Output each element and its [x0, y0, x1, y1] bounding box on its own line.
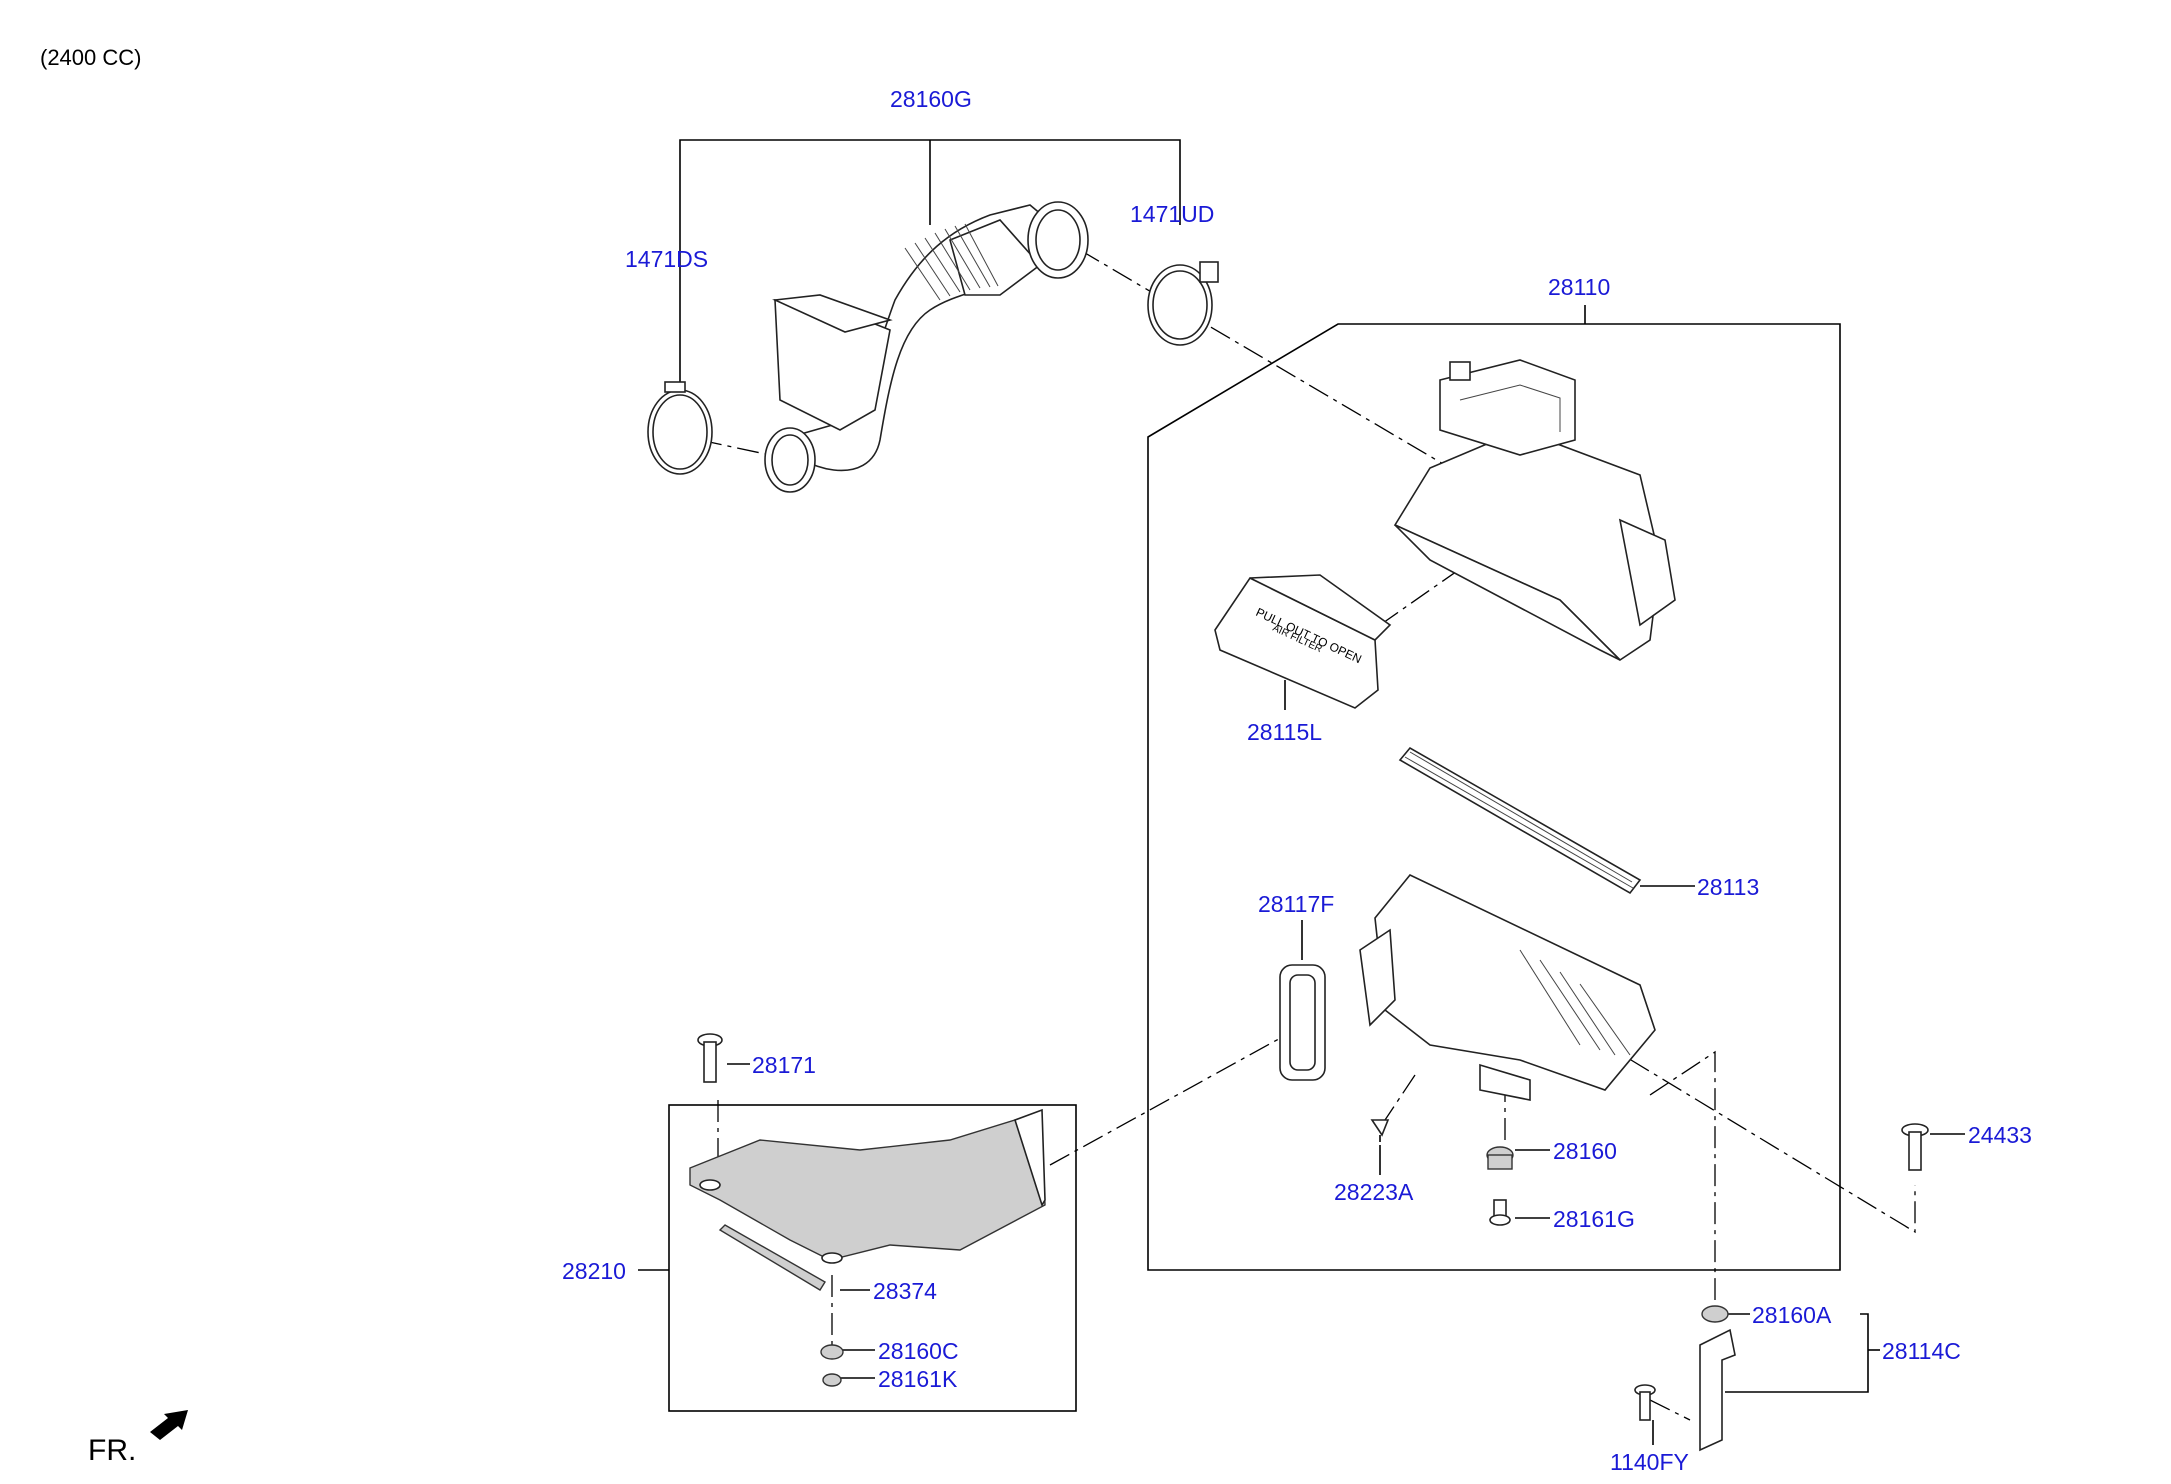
duct-group-frame — [668, 1104, 1077, 1412]
bolt-28171 — [697, 1033, 723, 1083]
part-label-28160a: 28160A — [1752, 1302, 1832, 1328]
part-label-28223a: 28223A — [1334, 1179, 1414, 1205]
engine-caption: (2400 CC) — [40, 45, 142, 70]
part-label-1471ds: 1471DS — [625, 246, 708, 272]
grommet-28160a — [1701, 1305, 1729, 1323]
part-label-24433: 24433 — [1968, 1122, 2032, 1148]
collar-28161g — [1489, 1199, 1511, 1226]
bracket-28114c — [1699, 1328, 1736, 1452]
part-label-28110: 28110 — [1548, 274, 1610, 300]
part-label-28160g: 28160G — [890, 86, 972, 112]
part-label-28374: 28374 — [873, 1278, 937, 1304]
part-label-28114c: 28114C — [1882, 1338, 1961, 1364]
part-label-1471ud: 1471UD — [1130, 201, 1214, 227]
front-arrow-icon — [150, 1410, 188, 1440]
hose-clamp-lower — [647, 381, 713, 475]
bolt-24433 — [1901, 1123, 1929, 1171]
air-cleaner-group-frame — [1147, 323, 1841, 1271]
part-label-1140fy: 1140FY — [1610, 1449, 1689, 1475]
part-label-28117f: 28117F — [1258, 891, 1334, 917]
part-label-28160: 28160 — [1553, 1138, 1617, 1164]
air-cleaner-upper-housing — [1393, 359, 1676, 662]
leader-lines — [638, 139, 1965, 1445]
part-label-28210: 28210 — [562, 1258, 626, 1284]
air-cleaner-lower-housing — [1359, 874, 1656, 1101]
part-label-28161g: 28161G — [1553, 1206, 1635, 1232]
clip-28223a — [1370, 1119, 1390, 1142]
seal-strip-28374 — [718, 1224, 826, 1291]
bolt-1140fy — [1634, 1384, 1656, 1421]
part-label-28161k: 28161K — [878, 1366, 958, 1392]
intake-hose — [764, 201, 1089, 493]
filter-access-cover: PULL OUT TO OPEN AIR FILTER — [1214, 574, 1392, 709]
front-marker-label: FR. — [88, 1434, 136, 1467]
air-filter-element — [1398, 746, 1642, 895]
intake-duct — [689, 1108, 1046, 1264]
grommet-28160 — [1486, 1146, 1514, 1170]
part-label-28171: 28171 — [752, 1052, 816, 1078]
grommet-28160c — [820, 1344, 844, 1360]
part-label-28113: 28113 — [1697, 874, 1759, 900]
hose-clamp-upper — [1147, 261, 1219, 346]
duct-gasket — [1279, 964, 1326, 1081]
part-label-28115l: 28115L — [1247, 719, 1322, 745]
part-label-28160c: 28160C — [878, 1338, 959, 1364]
collar-28161k — [822, 1373, 842, 1387]
